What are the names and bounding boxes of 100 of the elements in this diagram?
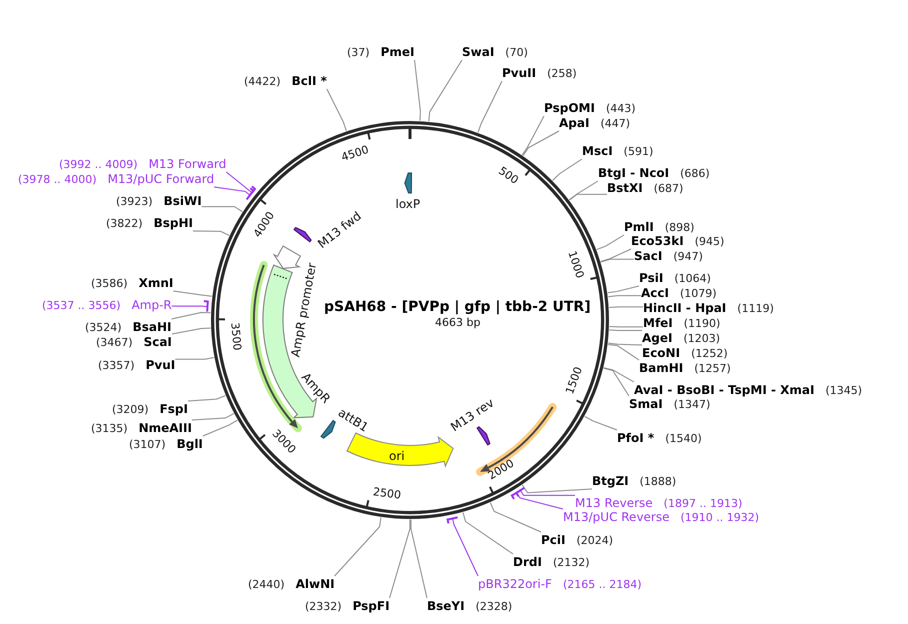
cut-site-position: (1345) [825,384,862,397]
enzyme-name: PmlI [624,220,654,234]
enzyme-name: Eco53kI [631,234,684,248]
leader-line [214,186,250,196]
enzyme-name: PsiI [639,271,664,285]
cut-site-position: (3357) [98,359,135,372]
enzyme-name: XmnI [138,276,174,290]
leader-line [608,306,644,308]
cut-site-position: (3135) [91,422,128,435]
leader-line [477,80,502,133]
leader-line [608,295,642,298]
enzyme-name: PvuI [146,358,176,372]
cut-site-position: (898) [664,221,694,234]
primer-range: (3978 .. 4000) [18,173,97,186]
enzyme-name: SmaI [629,397,663,411]
cut-site-position: (443) [606,102,636,115]
leader-line [170,312,212,320]
leader-line [584,416,618,430]
enzyme-name: SacI [634,249,662,263]
primer-name: pBR322ori-F [478,577,552,591]
enzyme-name: DrdI [513,555,542,569]
cut-site-position: (2440) [248,578,285,591]
cut-site-position: (4422) [244,75,281,88]
leader-line [226,172,252,194]
leader-line [201,206,243,212]
leader-line [603,368,630,396]
primer-range: (3992 .. 4009) [59,158,138,171]
cut-site-position: (1079) [680,287,717,300]
enzyme-name: AgeI [642,331,672,345]
enzyme-name: BtgI - NcoI [598,166,670,180]
enzyme-name: BspHI [154,216,193,230]
cut-site-position: (945) [694,235,724,248]
cut-site-position: (3467) [96,336,133,349]
leader-line [522,130,560,156]
leader-line [522,484,592,494]
leader-line [452,518,478,576]
leader-line [428,60,462,122]
cut-site-position: (3822) [106,217,143,230]
cut-site-position: (686) [680,167,710,180]
enzyme-name: EcoNI [642,346,680,360]
cut-site-position: (1540) [665,432,702,445]
leader-line [522,116,544,156]
cut-site-position: (2328) [476,600,512,613]
cut-site-position: (2332) [305,600,342,613]
leader-line [334,516,382,576]
enzyme-name: PspFI [352,599,390,613]
enzyme-name: BclI * [292,74,327,88]
leader-line [600,258,634,263]
scale-number: 4500 [340,144,370,164]
primer-range: (1897 .. 1913) [664,497,742,510]
leader-line [600,248,632,262]
enzyme-name: AccI [641,286,669,300]
primer-name: Amp-R [132,298,172,312]
primer-range: (3537 .. 3556) [42,299,121,312]
leader-line [171,328,212,334]
cut-site-position: (2024) [576,534,614,547]
leader-line [568,194,608,201]
leader-line [202,420,238,436]
leader-line [462,512,514,554]
leader-line [608,326,644,328]
leader-line [389,519,410,598]
plasmid-title: pSAH68 - [PVPp | gfp | tbb-2 UTR] [324,299,591,315]
enzyme-name: FspI [160,402,188,416]
enzyme-name: SwaI [462,45,494,59]
enzyme-name: PciI [541,533,566,547]
leader-line [410,519,428,598]
cut-site-position: (1203) [683,332,720,345]
primer-name: M13/pUC Reverse [563,510,670,524]
leader-line [191,413,234,420]
leader-line [603,367,634,382]
enzyme-name: ScaI [144,335,172,349]
cut-site-position: (1888) [640,475,676,488]
enzyme-name: BglI [176,437,203,451]
plasmid-size-label: 4663 bp [435,316,480,328]
cut-site-position: (687) [654,182,684,195]
enzyme-name: BtgZI [592,474,629,488]
scale-number: 1000 [566,250,586,280]
leader-line [608,330,642,331]
leader-line [414,60,421,122]
cut-site-position: (591) [624,145,654,158]
scale-number: 1500 [564,366,584,396]
enzyme-name: BstXI [607,181,643,195]
leader-line [490,502,542,532]
enzyme-name: MfeI [643,316,673,330]
cut-site-position: (2132) [552,556,590,569]
feature-label: ori [388,448,405,463]
cut-site-position: (447) [600,117,630,130]
primer-name: M13 Forward [148,157,226,171]
enzyme-name: PvuII [502,66,536,80]
feature-label: AmpR promoter [288,262,320,358]
leader-line [187,395,226,402]
enzyme-name: MscI [582,144,613,158]
scale-number: 3500 [228,322,243,351]
enzyme-name: ApaI [559,116,590,130]
leader-line [172,290,212,297]
leader-line [174,356,215,360]
leader-line [608,344,640,360]
scale-number: 500 [496,164,520,186]
enzyme-name: AvaI - BsoBI - TspMI - XmaI [634,383,814,397]
leader-line [608,342,642,346]
